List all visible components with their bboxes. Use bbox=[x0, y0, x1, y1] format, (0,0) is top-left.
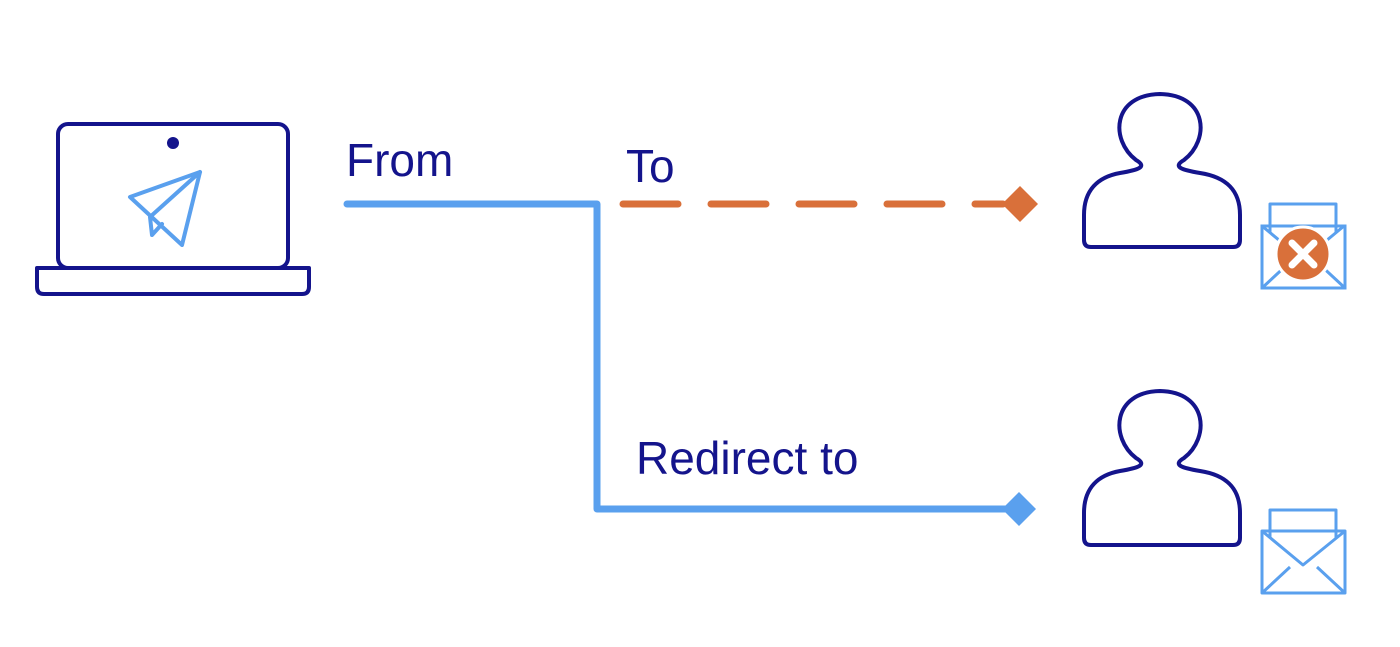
redirect-label: Redirect to bbox=[636, 432, 858, 484]
to-arrow-head bbox=[1002, 186, 1038, 222]
envelope-rejected-icon bbox=[1260, 202, 1347, 290]
redirect-arrow-head bbox=[1002, 492, 1036, 526]
to-label: To bbox=[626, 140, 675, 192]
from-connector bbox=[343, 200, 1014, 513]
error-badge-icon bbox=[1274, 225, 1332, 283]
from-label: From bbox=[346, 134, 453, 186]
original-recipient-person-icon bbox=[1082, 92, 1242, 249]
envelope-icon bbox=[1260, 508, 1347, 595]
redirect-recipient-person-icon bbox=[1082, 389, 1242, 547]
webcam-icon bbox=[167, 137, 179, 149]
laptop-icon bbox=[35, 122, 311, 296]
paper-plane-icon bbox=[128, 170, 202, 247]
